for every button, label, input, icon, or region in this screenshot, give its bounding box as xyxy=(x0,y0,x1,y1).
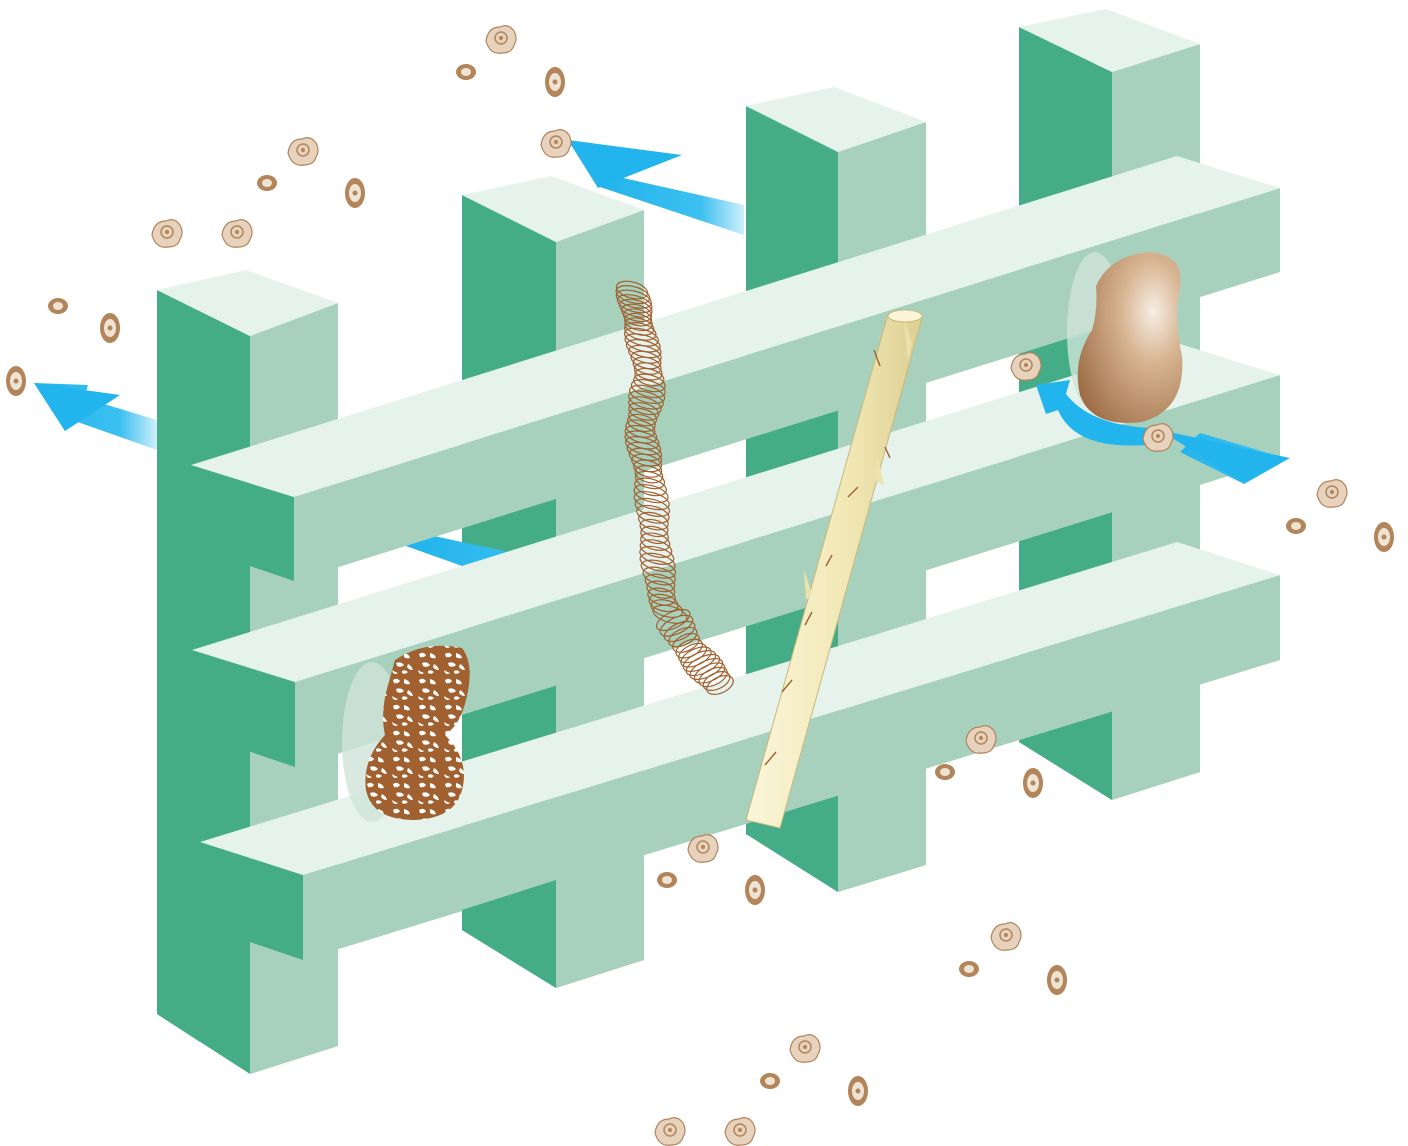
particle xyxy=(688,835,718,863)
large-aggregate xyxy=(1067,252,1182,423)
particle xyxy=(959,961,979,977)
particle xyxy=(1374,522,1394,552)
particle xyxy=(1011,353,1041,381)
particle xyxy=(991,923,1021,951)
particle xyxy=(966,726,996,754)
particle xyxy=(486,26,516,54)
particle xyxy=(657,872,677,888)
particle xyxy=(6,366,26,396)
particle xyxy=(48,298,68,314)
particle xyxy=(745,875,765,905)
particle xyxy=(152,220,182,248)
particle xyxy=(1317,480,1347,508)
post-1-lower-side xyxy=(250,948,338,1074)
particle xyxy=(1286,518,1306,534)
particle xyxy=(545,67,565,97)
particle xyxy=(288,138,318,166)
particle xyxy=(848,1076,868,1106)
particle xyxy=(541,130,571,158)
particle xyxy=(655,1118,685,1146)
particle xyxy=(790,1035,820,1063)
particle xyxy=(456,64,476,80)
coil-loop xyxy=(683,650,722,680)
porous-sponge xyxy=(342,646,470,822)
particle xyxy=(935,764,955,780)
particle xyxy=(1047,965,1067,995)
flow-arrow-left xyxy=(34,383,157,450)
particle xyxy=(725,1118,755,1146)
particle xyxy=(760,1073,780,1089)
particle xyxy=(345,178,365,208)
particle xyxy=(222,220,252,248)
particle xyxy=(1023,768,1043,798)
particle xyxy=(257,175,277,191)
particle xyxy=(1143,424,1173,452)
particle xyxy=(100,313,120,343)
